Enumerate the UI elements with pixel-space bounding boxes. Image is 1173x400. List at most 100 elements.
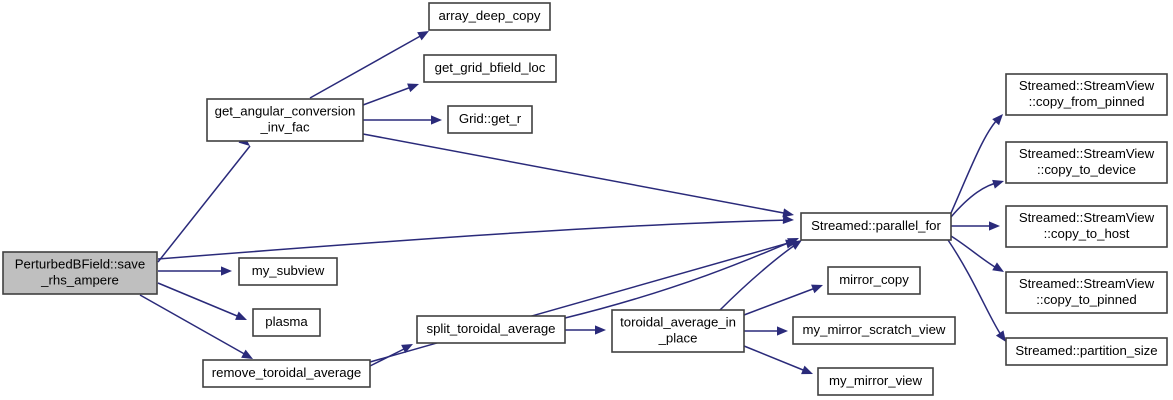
- edge-line: [950, 235, 1001, 271]
- edge-get_angular_conversion_inv_fac-to-array_deep_copy: [309, 31, 429, 99]
- node-label: my_subview: [252, 263, 325, 278]
- edge-line: [743, 345, 809, 373]
- node-mirror_copy[interactable]: mirror_copy: [827, 266, 921, 295]
- arrow-head-icon: [989, 221, 1000, 231]
- edge-toroidal_average_in_place-to-my_mirror_view: [743, 345, 813, 375]
- edge-streamed_parallel_for-to-copy_to_device: [950, 179, 1004, 218]
- arrow-head-icon: [782, 208, 794, 218]
- node-streamed_parallel_for[interactable]: Streamed::parallel_for: [800, 212, 952, 241]
- arrow-head-icon: [407, 83, 419, 93]
- node-label: Streamed::partition_size: [1015, 343, 1157, 358]
- node-label: Streamed::StreamView: [1019, 78, 1155, 93]
- node-copy_to_host[interactable]: Streamed::StreamView::copy_to_host: [1005, 205, 1168, 248]
- node-box[interactable]: [1005, 73, 1168, 116]
- edge-line: [947, 239, 1004, 339]
- node-label: mirror_copy: [839, 272, 909, 287]
- edge-streamed_parallel_for-to-copy_to_host: [951, 221, 1000, 231]
- node-copy_from_pinned[interactable]: Streamed::StreamView::copy_from_pinned: [1005, 73, 1168, 116]
- edge-line: [362, 133, 790, 215]
- edge-streamed_parallel_for-to-copy_from_pinned: [950, 114, 1003, 214]
- node-my_subview[interactable]: my_subview: [238, 257, 338, 286]
- edge-get_angular_conversion_inv_fac-to-grid_get_r: [363, 115, 442, 125]
- node-box[interactable]: [2, 251, 158, 295]
- arrow-head-icon: [777, 326, 788, 336]
- node-box[interactable]: [1005, 271, 1168, 314]
- edge-toroidal_average_in_place-to-streamed_parallel_for: [719, 240, 802, 311]
- arrow-head-icon: [235, 311, 247, 320]
- node-label: my_mirror_scratch_view: [803, 322, 946, 337]
- node-label: _rhs_ampere: [40, 272, 119, 287]
- node-get_grid_bfield_loc[interactable]: get_grid_bfield_loc: [423, 54, 557, 83]
- node-array_deep_copy[interactable]: array_deep_copy: [428, 2, 551, 31]
- node-box[interactable]: [817, 367, 934, 396]
- node-label: Streamed::StreamView: [1019, 146, 1155, 161]
- arrow-head-icon: [431, 115, 442, 125]
- node-box[interactable]: [792, 316, 956, 345]
- edge-save_rhs_ampere-to-plasma: [157, 282, 247, 320]
- node-box[interactable]: [416, 315, 566, 344]
- edge-get_angular_conversion_inv_fac-to-get_grid_bfield_loc: [362, 83, 419, 106]
- edge-get_angular_conversion_inv_fac-to-streamed_parallel_for: [362, 133, 794, 218]
- node-label: ::copy_to_host: [1044, 226, 1130, 241]
- edges-layer: [139, 31, 1006, 375]
- node-save_rhs_ampere[interactable]: PerturbedBField::save_rhs_ampere: [2, 251, 158, 295]
- edge-split_toroidal_average-to-toroidal_average_in_place: [565, 325, 606, 335]
- node-label: array_deep_copy: [439, 8, 541, 23]
- arrow-head-icon: [241, 349, 253, 359]
- node-box[interactable]: [1005, 205, 1168, 248]
- node-box[interactable]: [428, 2, 551, 31]
- node-label: plasma: [265, 314, 308, 329]
- node-box[interactable]: [423, 54, 557, 83]
- node-grid_get_r[interactable]: Grid::get_r: [447, 105, 533, 134]
- node-my_mirror_view[interactable]: my_mirror_view: [817, 367, 934, 396]
- node-label: get_angular_conversion: [215, 103, 356, 118]
- node-box[interactable]: [447, 105, 533, 134]
- node-split_toroidal_average[interactable]: split_toroidal_average: [416, 315, 566, 344]
- arrow-head-icon: [801, 365, 813, 375]
- arrow-head-icon: [595, 325, 606, 335]
- node-label: split_toroidal_average: [426, 321, 555, 336]
- node-box[interactable]: [611, 309, 745, 353]
- node-label: ::copy_to_pinned: [1036, 292, 1136, 307]
- edge-line: [157, 282, 243, 319]
- node-label: Streamed::StreamView: [1019, 276, 1155, 291]
- node-box[interactable]: [238, 257, 338, 286]
- edge-line: [950, 116, 1001, 214]
- node-label: Streamed::StreamView: [1019, 210, 1155, 225]
- node-copy_to_pinned[interactable]: Streamed::StreamView::copy_to_pinned: [1005, 271, 1168, 314]
- node-partition_size[interactable]: Streamed::partition_size: [1005, 337, 1168, 366]
- node-box[interactable]: [800, 212, 952, 241]
- node-get_angular_conversion_inv_fac[interactable]: get_angular_conversion_inv_fac: [206, 98, 364, 142]
- edge-save_rhs_ampere-to-remove_toroidal_average: [139, 294, 253, 359]
- node-copy_to_device[interactable]: Streamed::StreamView::copy_to_device: [1005, 141, 1168, 184]
- arrow-head-icon: [221, 266, 232, 276]
- arrow-head-icon: [992, 114, 1003, 126]
- node-label: my_mirror_view: [829, 373, 923, 388]
- edge-line: [157, 145, 251, 263]
- edge-save_rhs_ampere-to-get_angular_conversion_inv_fac: [157, 135, 251, 263]
- node-box[interactable]: [1005, 141, 1168, 184]
- node-plasma[interactable]: plasma: [252, 308, 321, 337]
- node-box[interactable]: [1005, 337, 1168, 366]
- node-box[interactable]: [202, 359, 371, 388]
- node-box[interactable]: [206, 98, 364, 142]
- edge-remove_toroidal_average-to-split_toroidal_average: [369, 344, 413, 367]
- arrow-head-icon: [992, 262, 1004, 272]
- node-toroidal_average_in_place[interactable]: toroidal_average_in_place: [611, 309, 745, 353]
- node-label: _place: [658, 330, 698, 345]
- node-box[interactable]: [252, 308, 321, 337]
- node-my_mirror_scratch_view[interactable]: my_mirror_scratch_view: [792, 316, 956, 345]
- arrow-head-icon: [992, 179, 1004, 189]
- edge-line: [719, 242, 799, 311]
- node-label: ::copy_to_device: [1037, 162, 1136, 177]
- node-remove_toroidal_average[interactable]: remove_toroidal_average: [202, 359, 371, 388]
- arrow-head-icon: [417, 31, 429, 41]
- node-label: _inv_fac: [259, 119, 310, 134]
- arrow-head-icon: [401, 344, 413, 354]
- edge-line: [743, 286, 819, 316]
- edge-line: [139, 294, 249, 357]
- node-box[interactable]: [827, 266, 921, 295]
- edge-save_rhs_ampere-to-my_subview: [158, 266, 232, 276]
- node-label: get_grid_bfield_loc: [435, 60, 546, 75]
